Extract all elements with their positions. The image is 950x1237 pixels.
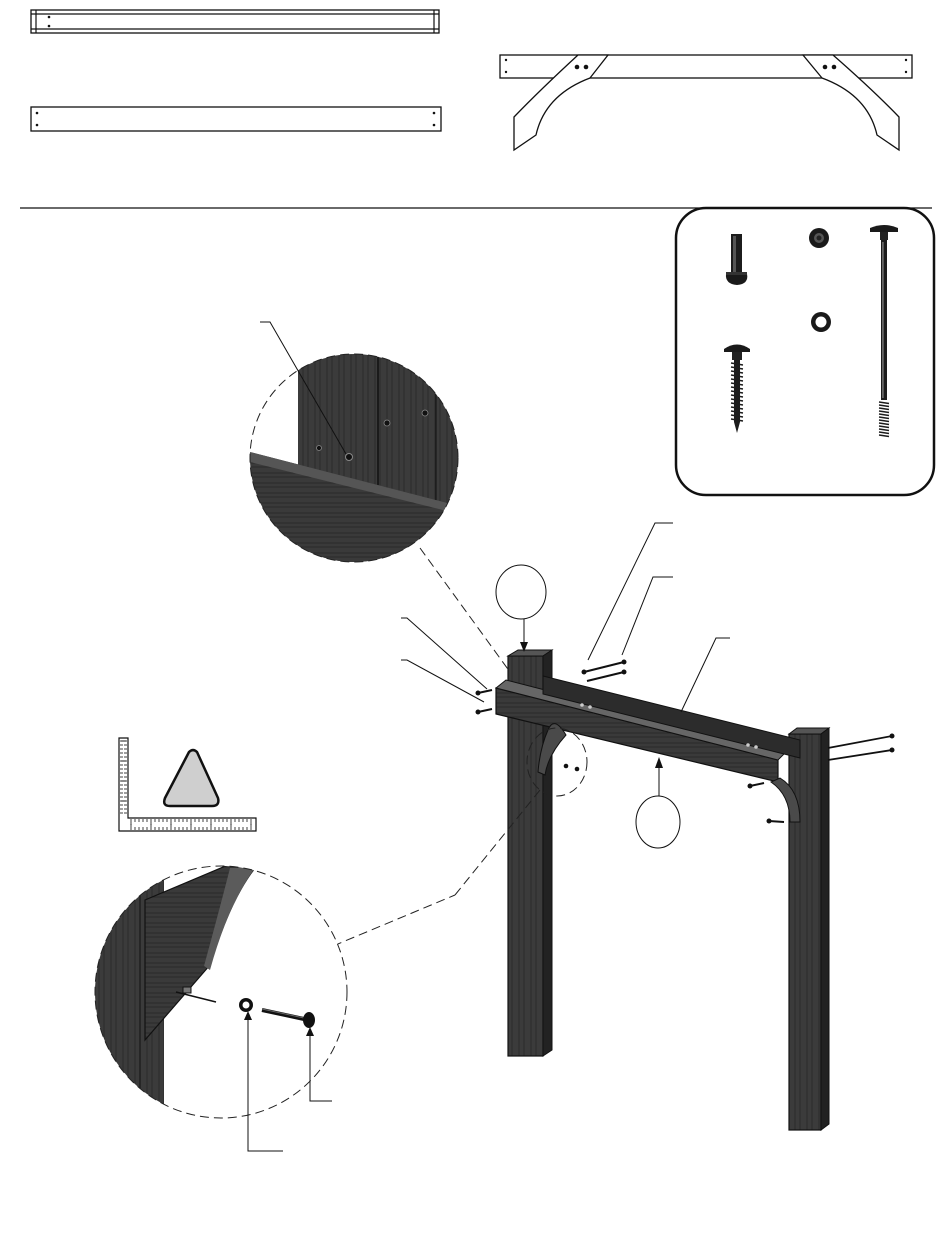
warning-triangle-icon: [164, 750, 218, 806]
right-post: [789, 728, 829, 1130]
lock-nut-icon: [809, 228, 829, 248]
washer-icon: [811, 312, 831, 332]
detail-circle-bottom: [90, 862, 355, 1151]
callout-bubble-top: [496, 565, 546, 652]
detail-circle-top: [250, 322, 460, 570]
arched-beam-assembly: [500, 55, 912, 150]
board-middle-left: [31, 107, 441, 131]
callout-bubble-bottom: [636, 757, 680, 848]
hardware-panel: [676, 208, 934, 495]
board-top-left: [31, 10, 439, 33]
